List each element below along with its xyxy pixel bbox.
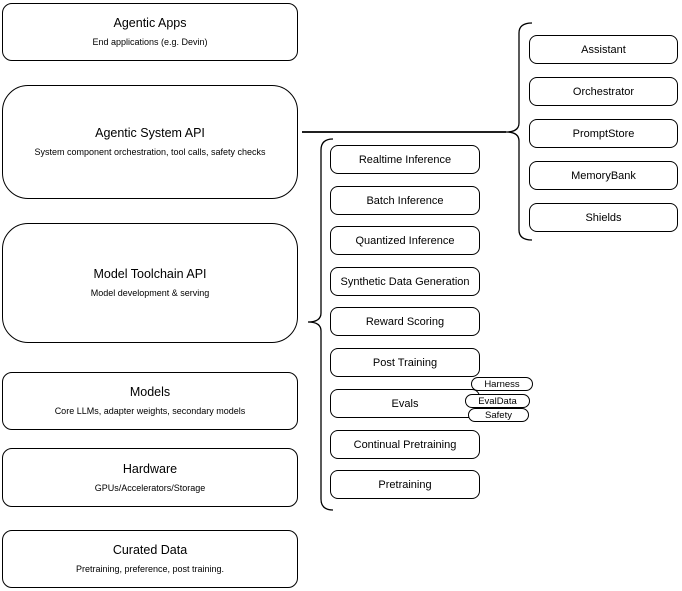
pill-evaldata: EvalData (465, 394, 530, 408)
box-models: Models Core LLMs, adapter weights, secon… (2, 372, 298, 430)
box-evals: Evals (330, 389, 480, 418)
box-subtitle: Model development & serving (90, 288, 210, 298)
box-memorybank: MemoryBank (529, 161, 678, 190)
box-subtitle: End applications (e.g. Devin) (92, 37, 208, 47)
box-curated-data: Curated Data Pretraining, preference, po… (2, 530, 298, 588)
box-agentic-apps: Agentic Apps End applications (e.g. Devi… (2, 3, 298, 61)
box-hardware: Hardware GPUs/Accelerators/Storage (2, 448, 298, 507)
box-realtime-inference: Realtime Inference (330, 145, 480, 174)
box-batch-inference: Batch Inference (330, 186, 480, 215)
box-title: Hardware (122, 461, 178, 476)
box-reward-scoring: Reward Scoring (330, 307, 480, 336)
box-subtitle: Pretraining, preference, post training. (75, 564, 225, 574)
box-title: Agentic Apps (113, 16, 187, 30)
box-subtitle: Core LLMs, adapter weights, secondary mo… (54, 406, 246, 416)
box-title: Models (129, 385, 171, 399)
box-title: Curated Data (112, 543, 188, 557)
pill-safety: Safety (468, 408, 529, 422)
box-model-toolchain-api: Model Toolchain API Model development & … (2, 223, 298, 343)
box-pretraining: Pretraining (330, 470, 480, 499)
pill-harness: Harness (471, 377, 533, 391)
box-subtitle: GPUs/Accelerators/Storage (94, 482, 206, 493)
box-title: Model Toolchain API (93, 267, 207, 281)
box-continual-pretraining: Continual Pretraining (330, 430, 480, 459)
box-promptstore: PromptStore (529, 119, 678, 148)
box-post-training: Post Training (330, 348, 480, 377)
box-quantized-inference: Quantized Inference (330, 226, 480, 255)
box-agentic-system-api: Agentic System API System component orch… (2, 85, 298, 199)
box-shields: Shields (529, 203, 678, 232)
box-synthetic-data-generation: Synthetic Data Generation (330, 267, 480, 296)
box-orchestrator: Orchestrator (529, 77, 678, 106)
box-title: Agentic System API (95, 126, 205, 140)
box-subtitle: System component orchestration, tool cal… (34, 147, 266, 157)
box-assistant: Assistant (529, 35, 678, 64)
